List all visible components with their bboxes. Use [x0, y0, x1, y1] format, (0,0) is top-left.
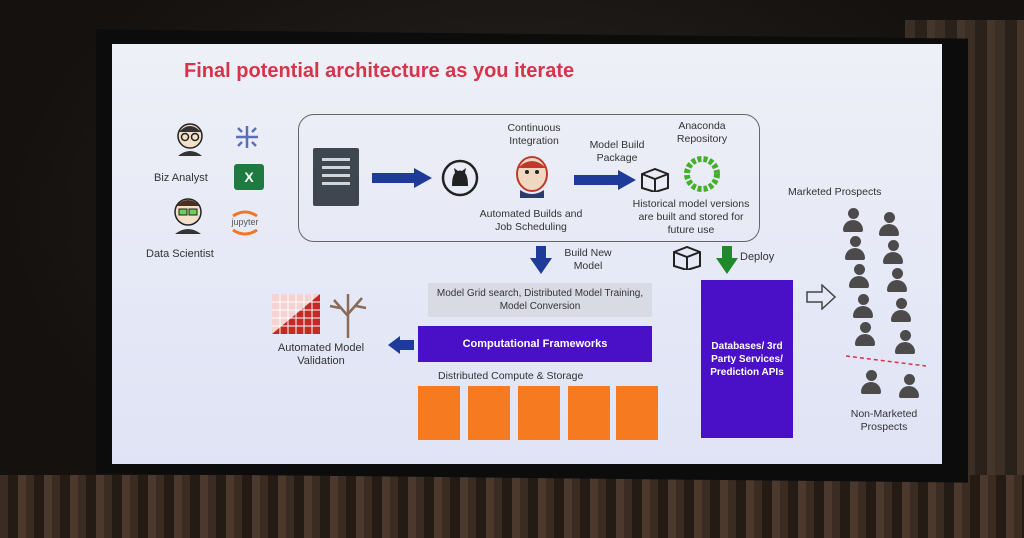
- model-build-package-label: Model Build Package: [589, 139, 645, 164]
- compute-node: [468, 386, 510, 440]
- github-icon: [441, 159, 479, 197]
- distributed-compute-label: Distributed Compute & Storage: [438, 370, 584, 382]
- arrow-right-icon: [574, 170, 636, 190]
- tree-icon: [329, 294, 367, 338]
- anaconda-icon: [684, 156, 720, 192]
- build-new-model-label: Build New Model: [564, 247, 612, 272]
- deploy-arrow-icon: [716, 246, 738, 274]
- person-icon: [860, 370, 882, 396]
- dashed-divider: [846, 355, 926, 367]
- jupyter-icon: jupyter: [228, 206, 262, 240]
- jenkins-icon: [516, 156, 548, 198]
- databases-box: Databases/ 3rd Party Services/ Predictio…: [701, 280, 793, 438]
- marketed-prospects-label: Marketed Prospects: [788, 186, 882, 198]
- historical-versions-label: Historical model versions are built and …: [632, 198, 750, 236]
- arrow-left-icon: [388, 336, 414, 354]
- person-green-glasses-icon: [174, 198, 202, 234]
- compute-node: [518, 386, 560, 440]
- computational-frameworks-bar: Computational Frameworks: [418, 326, 652, 362]
- package-icon: [673, 246, 701, 270]
- person-icon: [882, 240, 904, 266]
- person-icon: [848, 264, 870, 290]
- person-glasses-icon: [177, 123, 203, 156]
- heatmap-icon: [272, 294, 320, 334]
- grid-search-box: Model Grid search, Distributed Model Tra…: [428, 283, 652, 317]
- anaconda-repository-label: Anaconda Repository: [676, 120, 728, 145]
- person-icon: [844, 236, 866, 262]
- person-icon: [842, 208, 864, 234]
- excel-letter: X: [244, 169, 254, 185]
- compute-node: [616, 386, 658, 440]
- continuous-integration-label: Continuous Integration: [507, 122, 561, 147]
- projection-screen: Final potential architecture as you iter…: [112, 44, 942, 464]
- data-scientist-label: Data Scientist: [146, 248, 214, 260]
- jupyter-label: jupyter: [231, 217, 259, 227]
- automated-validation-label: Automated Model Validation: [277, 342, 365, 367]
- document-icon: [313, 148, 359, 206]
- arrow-down-icon: [530, 246, 552, 274]
- outline-arrow-icon: [806, 284, 836, 310]
- biz-analyst-label: Biz Analyst: [154, 172, 208, 184]
- person-icon: [854, 322, 876, 348]
- person-icon: [852, 294, 874, 320]
- ci-pipeline-box: [298, 114, 760, 242]
- automated-builds-label: Automated Builds and Job Scheduling: [479, 208, 583, 233]
- arrow-right-icon: [372, 168, 432, 188]
- tableau-icon: [236, 126, 258, 148]
- slide-title: Final potential architecture as you iter…: [184, 60, 575, 82]
- package-icon: [641, 168, 669, 192]
- person-icon: [898, 374, 920, 400]
- person-icon: [886, 268, 908, 294]
- person-icon: [894, 330, 916, 356]
- compute-node: [418, 386, 460, 440]
- person-icon: [890, 298, 912, 324]
- compute-node: [568, 386, 610, 440]
- non-marketed-prospects-label: Non-Marketed Prospects: [850, 408, 918, 433]
- person-icon: [878, 212, 900, 238]
- stage-curtain: [0, 475, 1024, 538]
- excel-icon: X: [234, 164, 264, 190]
- deploy-label: Deploy: [740, 251, 775, 263]
